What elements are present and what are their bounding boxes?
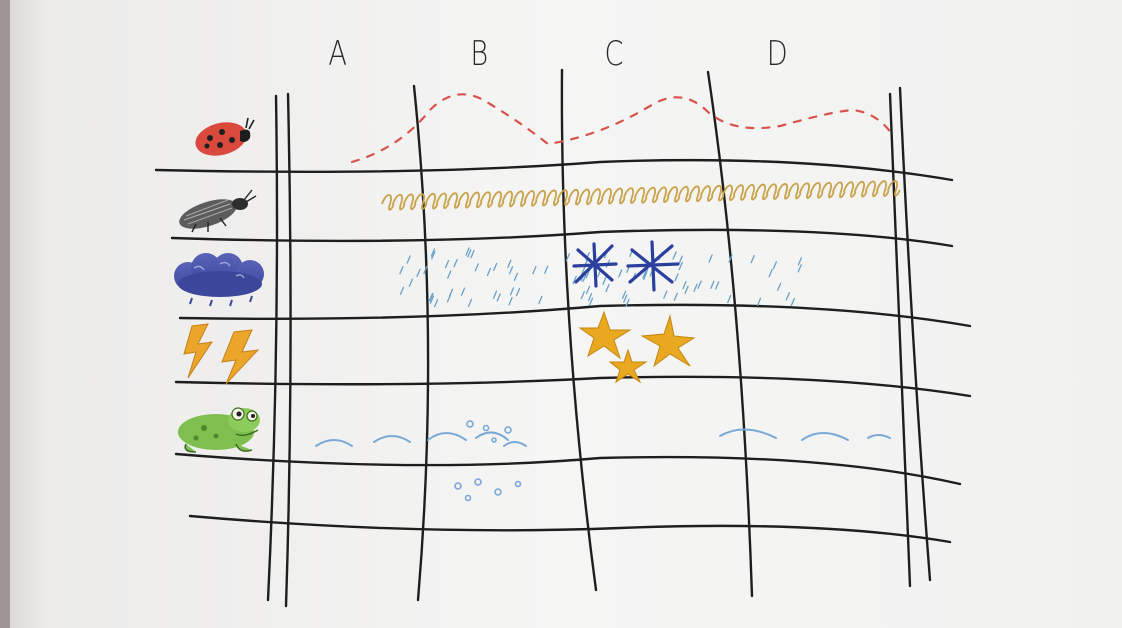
column-label-b: B [470,34,489,74]
left-edge-shadow [0,0,10,628]
column-label-d: D [767,34,789,74]
column-label-a: A [328,34,347,74]
blue-cross-left [574,244,616,286]
column-label-c: C [604,34,624,74]
